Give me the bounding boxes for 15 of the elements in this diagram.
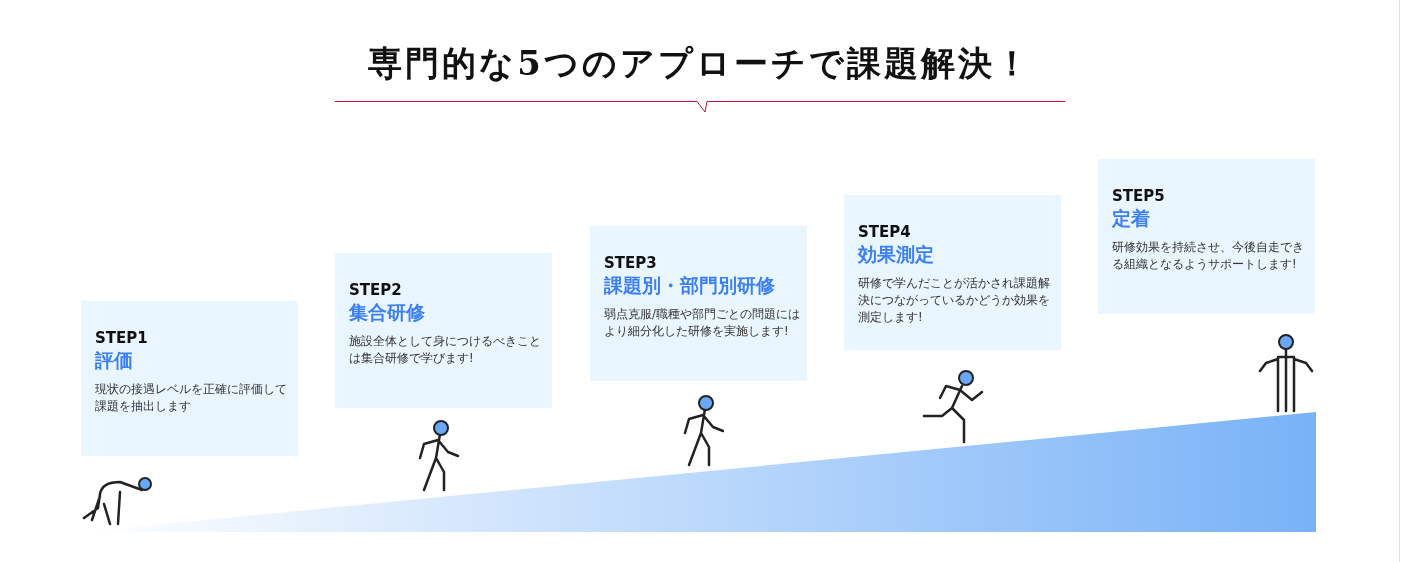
step-number: STEP3 <box>604 254 657 272</box>
step-description: 現状の接遇レベルを正確に評価して課題を抽出します <box>95 381 288 415</box>
step-heading: 効果測定 <box>858 242 934 267</box>
step-description: 研修効果を持続させ、今後自走できる組織となるようサポートします! <box>1112 239 1305 273</box>
step-number: STEP2 <box>349 281 402 299</box>
step-description: 研修で学んだことが活かされ課題解決につながっているかどうか効果を測定します! <box>858 275 1051 326</box>
step-number: STEP4 <box>858 223 911 241</box>
step-number: STEP5 <box>1112 187 1165 205</box>
step-heading: 定着 <box>1112 206 1150 231</box>
step-heading: 課題別・部門別研修 <box>604 273 775 298</box>
step-number: STEP1 <box>95 329 148 347</box>
step-heading: 集合研修 <box>349 300 425 325</box>
step-description: 弱点克服/職種や部門ごとの問題にはより細分化した研修を実施します! <box>604 306 801 340</box>
step-heading: 評価 <box>95 348 133 373</box>
step-description: 施設全体として身につけるべきことは集合研修で学びます! <box>349 333 542 367</box>
